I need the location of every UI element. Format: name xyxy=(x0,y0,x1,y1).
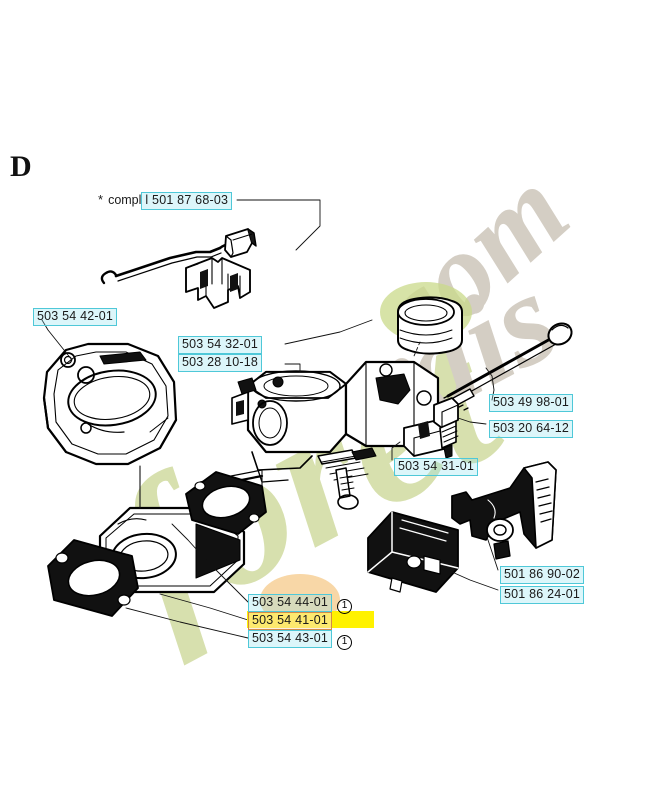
callout-503-54-42-01[interactable]: 503 54 42-01 xyxy=(33,308,118,326)
part-number: 503 54 42-01 xyxy=(33,308,118,326)
callout-503-28-10-18[interactable]: 503 28 10-18 xyxy=(178,354,263,372)
part-number: 503 49 98-01 xyxy=(489,394,574,412)
throttle-bracket xyxy=(185,257,251,309)
choke-rod xyxy=(100,243,236,285)
part-number: 501 86 24-01 xyxy=(500,586,585,604)
callout-503-54-43-01[interactable]: 503 54 43-01 1 xyxy=(248,630,353,650)
part-number: 503 54 31-01 xyxy=(394,458,479,476)
callout-501-86-90-02[interactable]: 501 86 90-02 xyxy=(500,566,585,584)
air-filter-housing xyxy=(42,342,178,466)
callout-503-54-31-01[interactable]: 503 54 31-01 xyxy=(394,458,479,476)
gasket-right xyxy=(185,471,267,535)
intake-manifold xyxy=(98,506,246,594)
adjustment-screws xyxy=(317,447,377,510)
callout-503-20-64-12[interactable]: 503 20 64-12 xyxy=(489,420,574,438)
choke-bracket-upper xyxy=(224,228,257,258)
part-number: 503 20 64-12 xyxy=(489,420,574,438)
section-letter: D xyxy=(10,150,32,183)
part-number: 503 54 43-01 xyxy=(248,630,333,648)
asterisk-icon: * xyxy=(98,192,104,207)
svg-text:dis: dis xyxy=(378,245,580,443)
leader-lines xyxy=(41,199,499,639)
part-number: l 501 87 68-03 xyxy=(141,192,233,210)
callout-503-54-44-01[interactable]: 503 54 44-01 1 xyxy=(248,594,353,614)
note-marker-1: 1 xyxy=(337,599,353,614)
needle-valve-fitting xyxy=(433,397,459,459)
carburetor-body xyxy=(198,296,463,510)
part-number: 501 86 90-02 xyxy=(500,566,585,584)
svg-text:.com: .com xyxy=(328,143,593,400)
throttle-lever xyxy=(451,461,557,560)
heat-shield-box xyxy=(367,511,459,593)
gasket-left xyxy=(47,539,139,617)
callout-503-54-32-01[interactable]: 503 54 32-01 xyxy=(178,336,263,354)
note-marker-1: 1 xyxy=(337,635,353,650)
callout-501-86-24-01[interactable]: 501 86 24-01 xyxy=(500,586,585,604)
callout-prefix: compl xyxy=(108,193,142,207)
callout-503-49-98-01[interactable]: 503 49 98-01 xyxy=(489,394,574,412)
part-number: 503 54 32-01 xyxy=(178,336,263,354)
part-number: 503 54 41-01 xyxy=(248,612,333,630)
callout-503-54-41-01-selected[interactable]: 503 54 41-01 xyxy=(248,612,333,630)
part-number: 503 28 10-18 xyxy=(178,354,263,372)
part-number: 503 54 44-01 xyxy=(248,594,333,612)
